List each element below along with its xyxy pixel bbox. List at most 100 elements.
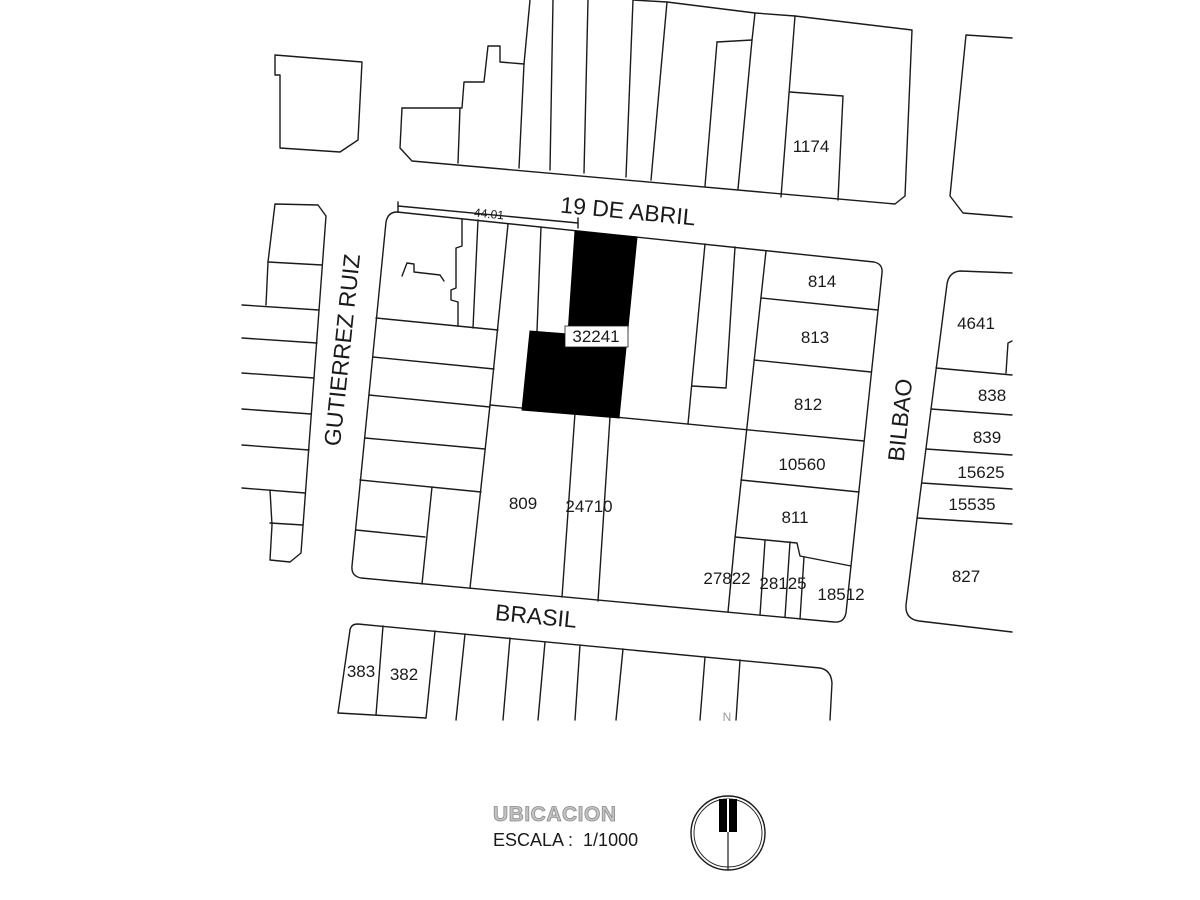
lot-number: 839 bbox=[973, 428, 1001, 447]
lot-number: 814 bbox=[808, 272, 836, 291]
lot-boundary bbox=[727, 250, 767, 613]
lot-boundary bbox=[359, 479, 482, 493]
parcel-lines bbox=[241, 0, 1013, 721]
lot-numbers: 1174 814 813 812 10560 811 32241 809 247… bbox=[347, 137, 1006, 684]
lot-number-highlighted: 32241 bbox=[572, 327, 619, 346]
lot-boundary bbox=[375, 317, 499, 331]
lot-boundary bbox=[421, 486, 433, 585]
lot-boundary bbox=[375, 625, 384, 716]
block-outline bbox=[351, 211, 883, 623]
lot-boundary bbox=[355, 529, 426, 538]
lot-boundary bbox=[625, 0, 634, 178]
lot-boundary bbox=[241, 304, 320, 311]
lot-boundary bbox=[574, 644, 581, 721]
highlighted-lot-label-box bbox=[564, 325, 629, 348]
lot-boundary bbox=[751, 12, 756, 41]
lot-boundary bbox=[537, 641, 546, 721]
street-label-south: BRASIL bbox=[494, 599, 578, 633]
lot-boundary bbox=[549, 0, 554, 171]
legend-scale: ESCALA : 1/1000 bbox=[493, 830, 638, 850]
lot-boundary bbox=[425, 630, 436, 719]
block-outline bbox=[337, 623, 833, 721]
lot-boundary bbox=[650, 1, 668, 181]
lot-boundary bbox=[930, 408, 1013, 416]
lot-boundary bbox=[368, 394, 491, 408]
lot-number: 10560 bbox=[778, 455, 825, 474]
lot-boundary bbox=[241, 487, 306, 494]
lot-boundary bbox=[740, 479, 860, 493]
lot-boundary bbox=[241, 372, 315, 379]
lot-boundary bbox=[780, 15, 796, 198]
dimension-label: 44.01 bbox=[473, 206, 505, 223]
lot-boundary bbox=[372, 356, 495, 370]
lot-boundary bbox=[784, 541, 791, 618]
lot-boundary bbox=[615, 648, 624, 721]
lot-boundary bbox=[269, 522, 304, 526]
block-outline bbox=[399, 0, 913, 205]
lot-boundary bbox=[597, 416, 611, 602]
lot-boundary bbox=[699, 656, 706, 721]
block-outline bbox=[905, 270, 1013, 633]
legend-title: UBICACION bbox=[493, 803, 617, 826]
lot-boundary bbox=[337, 712, 427, 719]
lot-number: 27822 bbox=[703, 569, 750, 588]
lot-number: 813 bbox=[801, 328, 829, 347]
lot-boundary bbox=[241, 408, 312, 415]
lot-number: 15535 bbox=[948, 495, 995, 514]
lot-number: 809 bbox=[509, 494, 537, 513]
lot-boundary bbox=[502, 637, 511, 721]
lot-number: 1174 bbox=[793, 137, 830, 156]
block-outline bbox=[274, 54, 363, 153]
lot-boundary bbox=[583, 0, 589, 174]
lot-boundary bbox=[916, 517, 1013, 525]
lot-boundary bbox=[364, 437, 486, 450]
lot-number: 838 bbox=[978, 386, 1006, 405]
lot-boundary bbox=[450, 218, 463, 327]
lot-boundary bbox=[687, 243, 706, 425]
lot-boundary bbox=[935, 367, 1013, 376]
lot-number: 382 bbox=[390, 665, 418, 684]
lot-number: 383 bbox=[347, 662, 375, 681]
dimension-line bbox=[397, 205, 579, 224]
lot-boundary bbox=[267, 261, 323, 266]
lot-number: 24710 bbox=[565, 497, 612, 516]
lot-boundary bbox=[734, 536, 852, 567]
lot-boundary bbox=[472, 219, 479, 329]
lot-boundary bbox=[799, 556, 805, 620]
north-arrow-icon bbox=[690, 795, 766, 871]
lot-boundary bbox=[401, 262, 445, 282]
lot-boundary bbox=[536, 226, 542, 332]
lot-boundary bbox=[241, 444, 310, 451]
lot-boundary bbox=[753, 359, 872, 373]
lot-number: 18512 bbox=[817, 585, 864, 604]
legend: UBICACION ESCALA : 1/1000 bbox=[493, 803, 639, 850]
lot-boundary bbox=[241, 337, 318, 344]
lot-boundary bbox=[735, 659, 741, 721]
lot-number: 812 bbox=[794, 395, 822, 414]
north-mark: N bbox=[723, 710, 732, 724]
street-label-east: BILBAO bbox=[883, 377, 918, 462]
lot-number: 4641 bbox=[957, 314, 995, 333]
lot-boundary bbox=[561, 412, 576, 598]
lot-number: 15625 bbox=[957, 463, 1004, 482]
block-outline bbox=[401, 0, 531, 109]
lot-boundary bbox=[518, 63, 525, 169]
block-outline bbox=[265, 203, 327, 563]
lot-boundary bbox=[759, 540, 766, 616]
lot-boundary bbox=[716, 39, 753, 190]
lot-boundary bbox=[789, 91, 844, 201]
lot-boundary bbox=[921, 482, 1013, 490]
lot-boundary bbox=[1005, 340, 1013, 374]
lot-number: 28125 bbox=[759, 574, 806, 593]
lot-boundary bbox=[760, 297, 879, 311]
lot-boundary bbox=[925, 448, 1013, 456]
lot-boundary bbox=[704, 41, 718, 187]
street-label-north: 19 DE ABRIL bbox=[559, 192, 697, 231]
lot-boundary bbox=[691, 246, 736, 389]
block-outline bbox=[949, 34, 1013, 218]
street-label-west: GUTIERREZ RUIZ bbox=[319, 253, 365, 448]
lot-number: 827 bbox=[952, 567, 980, 586]
lot-number: 811 bbox=[781, 508, 808, 527]
lot-boundary bbox=[457, 107, 461, 164]
